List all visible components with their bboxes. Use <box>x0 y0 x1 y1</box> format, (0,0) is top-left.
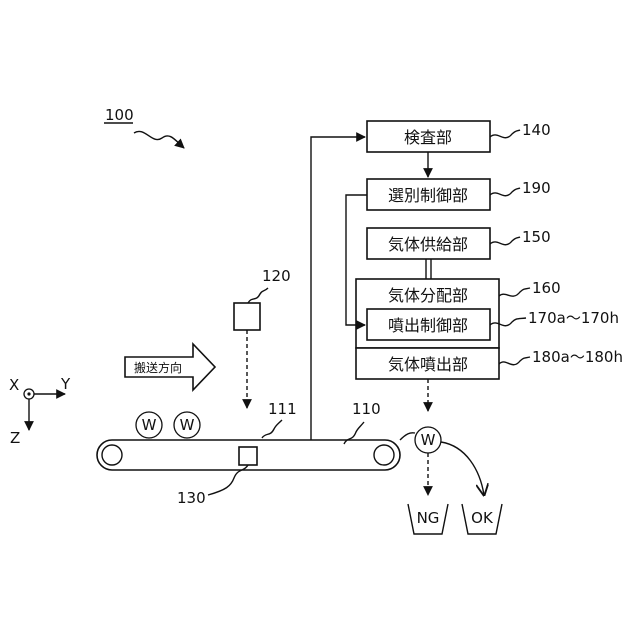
gas-distribution-leader <box>499 288 530 296</box>
system-ref-label: 100 <box>105 106 134 124</box>
workpiece-1-label: W <box>142 416 157 434</box>
workpiece-2-label: W <box>180 416 195 434</box>
coordinate-axes: X Y Z <box>9 375 71 447</box>
transport-direction: 搬送方向 <box>125 344 215 390</box>
inspection-label: 検査部 <box>404 128 452 147</box>
gas-distribution-block: 気体分配部 160 噴出制御部 170a〜170h <box>356 279 619 348</box>
inspection-ref: 140 <box>522 121 551 139</box>
gas-supply-ref: 150 <box>522 228 551 246</box>
conveyor-ref: 110 <box>352 400 381 418</box>
jet-control-ref: 170a〜170h <box>528 309 619 327</box>
x-axis-label: X <box>9 376 19 394</box>
gas-distribution-label: 気体分配部 <box>388 286 468 305</box>
belt-ref: 111 <box>268 400 297 418</box>
sort-control-label: 選別制御部 <box>388 186 468 205</box>
gas-distribution-ref: 160 <box>532 279 561 297</box>
sort-control-leader <box>490 188 520 196</box>
camera: 120 <box>234 267 291 408</box>
camera-box <box>234 303 260 330</box>
ng-bin-label: NG <box>417 509 440 527</box>
discharge-arc <box>400 433 415 440</box>
gas-supply-leader <box>490 237 520 245</box>
gas-jet-leader <box>499 357 530 365</box>
x-axis-dot <box>27 392 30 395</box>
sort-control-ref: 190 <box>522 179 551 197</box>
y-axis-label: Y <box>60 375 71 393</box>
jet-control-label: 噴出制御部 <box>388 316 468 335</box>
belt-leader <box>262 420 282 438</box>
gas-jet-block: 気体噴出部 180a〜180h <box>356 348 623 379</box>
gas-supply-label: 気体供給部 <box>388 235 468 254</box>
camera-ref: 120 <box>262 267 291 285</box>
gas-supply-block: 気体供給部 150 <box>367 228 551 279</box>
gas-jet-label: 気体噴出部 <box>388 355 468 374</box>
inspection-leader <box>490 130 520 138</box>
sensor-ref: 130 <box>177 489 206 507</box>
right-roller <box>374 445 394 465</box>
sort-control-block: 選別制御部 190 <box>367 179 551 210</box>
gas-jet-ref: 180a〜180h <box>532 348 623 366</box>
system-ref-leader <box>134 131 184 148</box>
bins: NG OK <box>408 504 502 534</box>
left-roller <box>102 445 122 465</box>
ok-bin-label: OK <box>471 509 494 527</box>
system-reference: 100 <box>104 106 184 148</box>
direction-label: 搬送方向 <box>134 360 182 375</box>
z-axis-label: Z <box>10 429 20 447</box>
ok-path <box>441 442 484 495</box>
workpiece-3-label: W <box>421 431 436 449</box>
inspection-block: 検査部 140 <box>367 121 551 152</box>
camera-leader <box>248 288 268 303</box>
sensor-box <box>239 447 257 465</box>
